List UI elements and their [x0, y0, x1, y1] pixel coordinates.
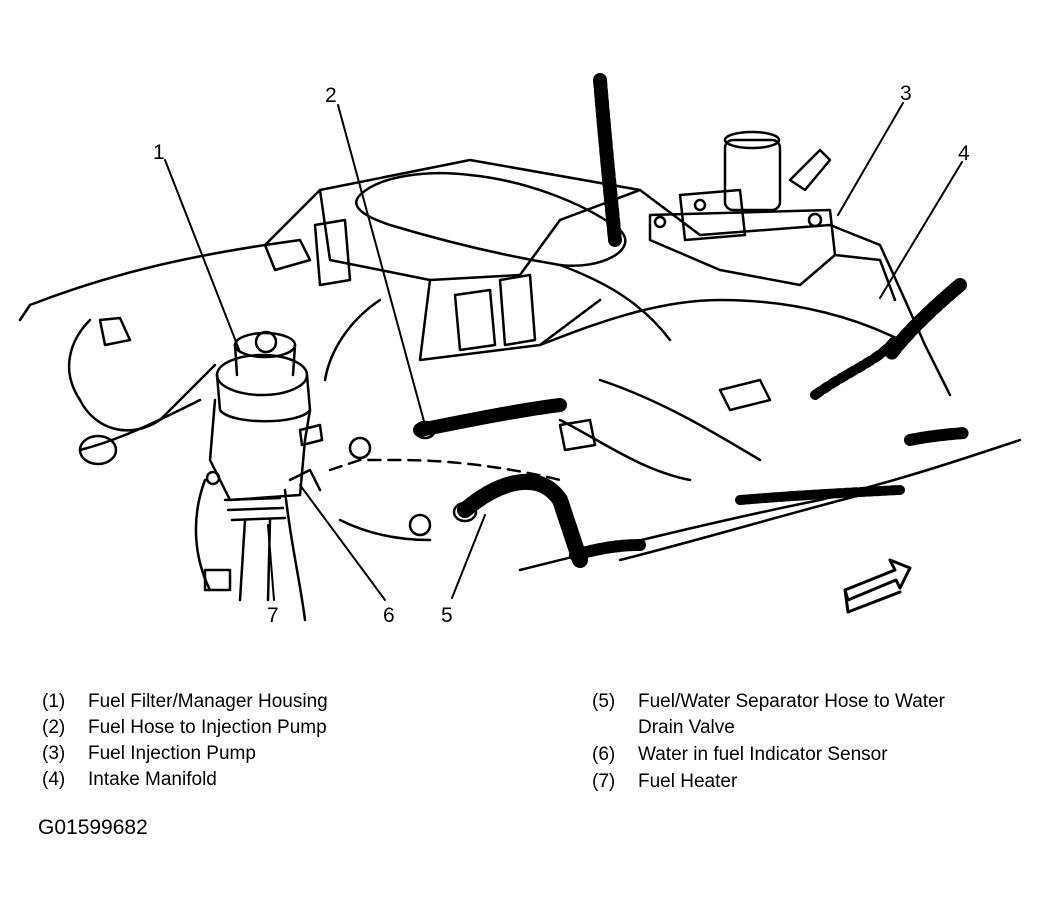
callout-1: 1 — [153, 141, 165, 164]
legend-label: Fuel Injection Pump — [88, 743, 256, 764]
hoses-drawing — [328, 73, 1022, 572]
callout-6: 6 — [383, 604, 395, 627]
legend-label: Fuel Heater — [638, 771, 738, 792]
legend-label: Fuel Filter/Manager Housing — [88, 691, 328, 712]
fuel-filter-housing-drawing — [194, 330, 324, 622]
legend-number: (6) — [592, 744, 616, 765]
legend-label: Fuel Hose to Injection Pump — [88, 717, 327, 738]
legend-item: (1) Fuel Filter/Manager Housing — [42, 689, 442, 715]
legend-label: Water in fuel Indicator Sensor — [638, 744, 888, 765]
direction-arrow — [843, 558, 912, 614]
legend-item: (4) Intake Manifold — [42, 767, 442, 793]
callout-2: 2 — [325, 84, 337, 107]
legend-right: (5) Fuel/Water Separator Hose to Water D… — [592, 689, 1012, 796]
legend-item: (2) Fuel Hose to Injection Pump — [42, 715, 442, 741]
legend-number: (1) — [42, 691, 66, 712]
legend-number: (4) — [42, 769, 66, 790]
callout-5: 5 — [441, 604, 453, 627]
legend-left: (1) Fuel Filter/Manager Housing (2) Fuel… — [42, 689, 442, 793]
legend-number: (5) — [592, 691, 616, 712]
legend-number: (3) — [42, 743, 66, 764]
callout-3: 3 — [900, 82, 912, 105]
legend-item: (6) Water in fuel Indicator Sensor — [592, 742, 1012, 768]
engine-diagram: 1 2 3 4 5 6 7 — [18, 73, 1022, 627]
intake-manifold-drawing — [18, 158, 952, 466]
legend-item: (7) Fuel Heater — [592, 769, 1012, 795]
legend-label: Intake Manifold — [88, 769, 217, 790]
callout-4: 4 — [958, 142, 970, 165]
figure-id: G01599682 — [38, 816, 148, 839]
fuel-injection-pump-drawing — [648, 130, 897, 302]
callout-7: 7 — [267, 604, 279, 627]
legend-label: Fuel/Water Separator Hose to Water Drain… — [638, 691, 945, 738]
legend-number: (2) — [42, 717, 66, 738]
legend-item: (5) Fuel/Water Separator Hose to Water D… — [592, 689, 1012, 741]
leader-lines — [164, 102, 963, 601]
legend-item: (3) Fuel Injection Pump — [42, 741, 442, 767]
legend-number: (7) — [592, 771, 616, 792]
